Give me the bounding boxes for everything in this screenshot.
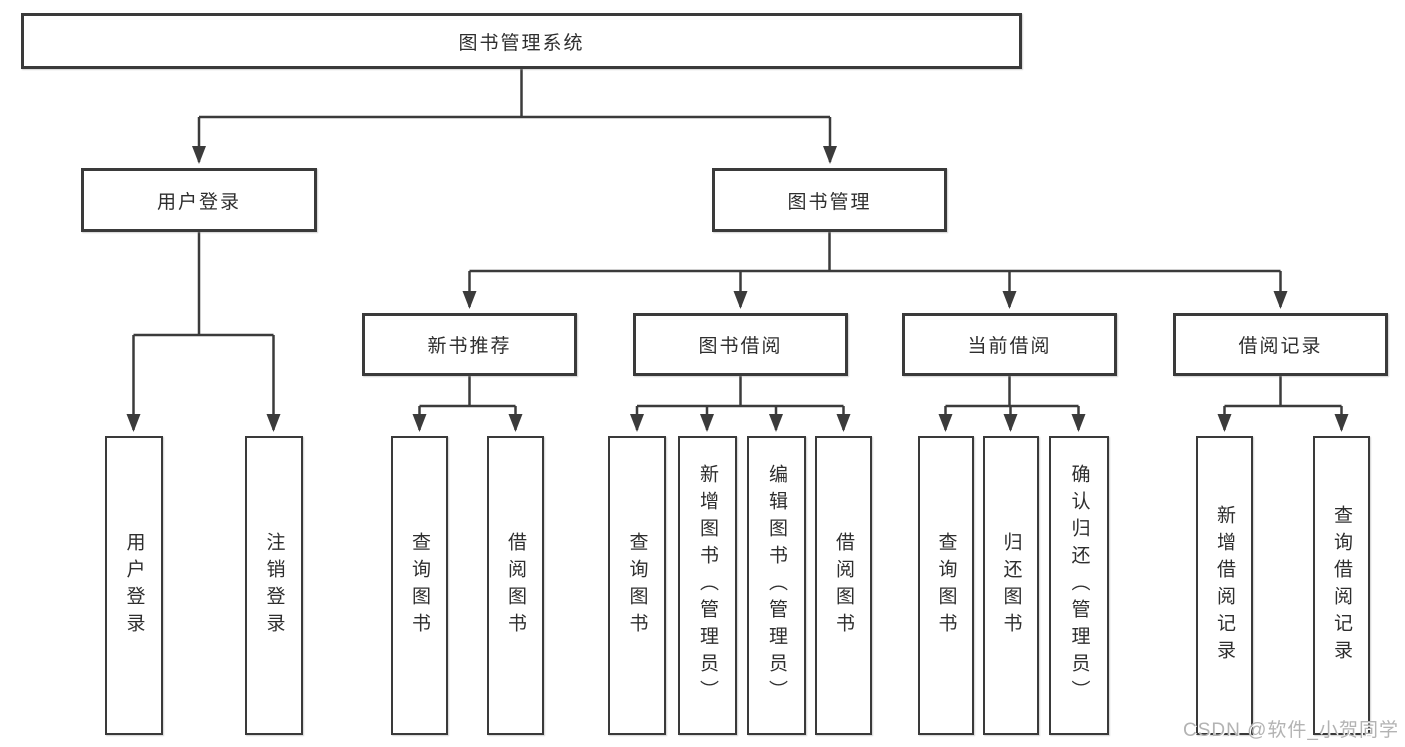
node-label: 注销登录: [263, 531, 285, 640]
node-user-login-leaf: 用户登录: [105, 436, 163, 735]
node-add-books-admin: 新增图书（管理员）: [678, 436, 737, 735]
node-label: 新增借阅记录: [1214, 504, 1235, 667]
node-current-borrowing: 当前借阅: [902, 313, 1117, 376]
node-book-borrowing: 图书借阅: [633, 313, 848, 376]
node-label: 查询借阅记录: [1331, 504, 1352, 667]
node-label: 借阅图书: [833, 531, 854, 640]
node-borrow-books-recommendation: 借阅图书: [487, 436, 544, 735]
node-label: 确认归还（管理员）: [1068, 464, 1090, 707]
node-logout-leaf: 注销登录: [245, 436, 303, 735]
node-label: 用户登录: [123, 531, 145, 640]
node-add-borrow-record: 新增借阅记录: [1196, 436, 1253, 735]
node-label: 归还图书: [1000, 531, 1022, 640]
node-label: 查询图书: [935, 531, 957, 640]
node-return-books: 归还图书: [983, 436, 1039, 735]
node-label: 编辑图书（管理员）: [766, 464, 787, 707]
csdn-watermark: CSDN @软件_小贺同学: [1183, 720, 1399, 741]
node-new-book-recommendation: 新书推荐: [362, 313, 577, 376]
node-borrow-books-borrowing: 借阅图书: [815, 436, 872, 735]
node-label: 借阅图书: [505, 531, 526, 640]
node-label: 查询图书: [626, 531, 648, 640]
node-library-management-system: 图书管理系统: [21, 13, 1022, 69]
node-confirm-return-admin: 确认归还（管理员）: [1049, 436, 1109, 735]
node-book-management-branch: 图书管理: [712, 168, 947, 232]
node-label: 新增图书（管理员）: [697, 464, 718, 707]
node-edit-books-admin: 编辑图书（管理员）: [747, 436, 806, 735]
node-query-books-borrowing: 查询图书: [608, 436, 666, 735]
node-query-borrow-record: 查询借阅记录: [1313, 436, 1370, 735]
node-label: 查询图书: [409, 531, 430, 640]
node-user-login-branch: 用户登录: [81, 168, 317, 232]
node-query-books-recommendation: 查询图书: [391, 436, 448, 735]
node-query-books-current: 查询图书: [918, 436, 974, 735]
node-borrowing-records: 借阅记录: [1173, 313, 1388, 376]
